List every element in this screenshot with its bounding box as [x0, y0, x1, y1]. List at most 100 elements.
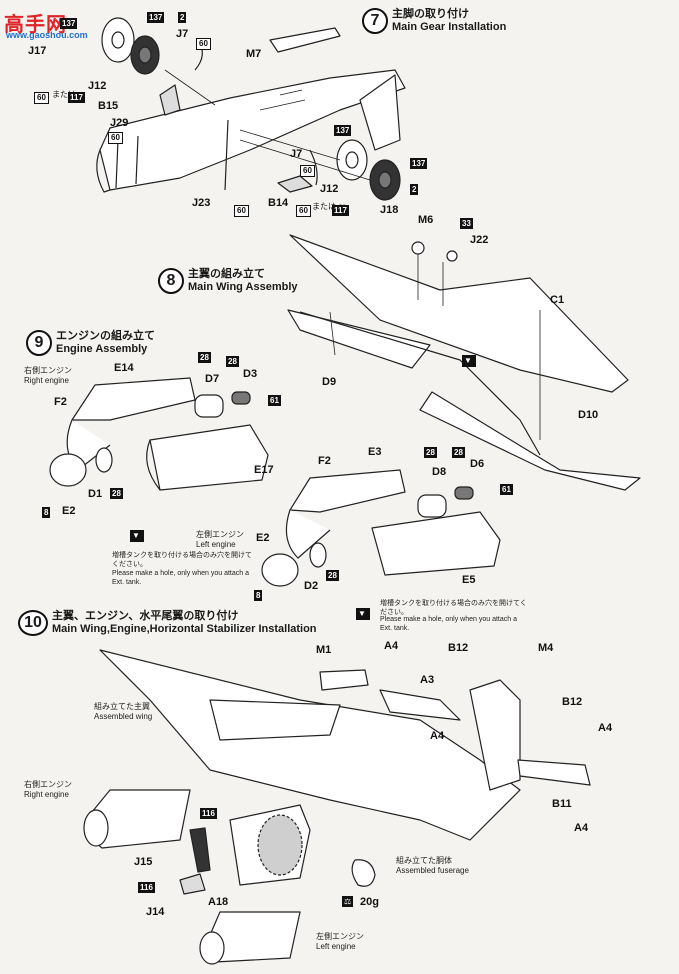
- part-label: E3: [368, 446, 382, 458]
- color-33: 33: [460, 218, 473, 229]
- step10-drawing: [83, 649, 591, 965]
- weight-icon: ⚖: [342, 896, 354, 907]
- assembled-fuselage-en: Assembled fuserage: [396, 866, 469, 875]
- step-9-title-jp: エンジンの組み立て: [56, 330, 155, 343]
- color-28: 28: [198, 352, 211, 363]
- part-label: A18: [208, 896, 229, 908]
- part-label: B11: [552, 798, 572, 810]
- color-2: 2: [178, 12, 187, 23]
- step-8-title-jp: 主翼の組み立て: [188, 268, 265, 281]
- part-label: M1: [316, 644, 332, 656]
- color-117: 117: [68, 92, 85, 103]
- part-label: D1: [88, 488, 103, 500]
- part-label: E17: [254, 464, 274, 476]
- part-label: M4: [538, 642, 554, 654]
- color-116: 116: [200, 808, 217, 819]
- part-label: D6: [470, 458, 485, 470]
- part-label: J22: [470, 234, 489, 246]
- step-7-title-jp: 主脚の取り付け: [392, 8, 469, 21]
- watermark-url: www.gaoshou.com: [6, 30, 88, 40]
- part-label: J15: [134, 856, 153, 868]
- part-label: J23: [192, 197, 211, 209]
- step-8-header: 8 主翼の組み立て Main Wing Assembly: [158, 268, 298, 294]
- part-label: A4: [430, 730, 445, 742]
- part-label: F2: [318, 455, 331, 467]
- color-28: 28: [424, 447, 437, 458]
- part-label: F2: [54, 396, 67, 408]
- or-text: または or: [312, 202, 346, 211]
- part-label: M6: [418, 214, 434, 226]
- step8-drawing: [287, 234, 641, 491]
- left-engine-en: Left engine: [316, 942, 356, 951]
- part-label: D9: [322, 376, 337, 388]
- part-label: D2: [304, 580, 319, 592]
- step-8-number: 8: [158, 268, 184, 294]
- part-label: D3: [243, 368, 258, 380]
- part-label: C1: [550, 294, 565, 306]
- color-8: 8: [254, 590, 263, 601]
- color-137: 137: [410, 158, 428, 169]
- color-60: 60: [296, 205, 311, 217]
- part-label: J18: [380, 204, 399, 216]
- part-label: E5: [462, 574, 476, 586]
- color-60: 60: [300, 165, 315, 177]
- watermark-logo: 高手网: [4, 14, 67, 36]
- color-137: 137: [147, 12, 165, 23]
- part-label: J12: [88, 80, 107, 92]
- step-10-title-en: Main Wing,Engine,Horizontal Stabilizer I…: [52, 623, 317, 635]
- part-label: B14: [268, 197, 289, 209]
- right-engine-jp: 右側エンジン: [24, 780, 72, 789]
- part-label: E2: [256, 532, 270, 544]
- color-117: 117: [332, 205, 349, 216]
- color-60: 60: [234, 205, 249, 217]
- color-60: 60: [196, 38, 211, 50]
- weight-value: 20g: [360, 896, 379, 908]
- assembled-wing-jp: 組み立てた主翼: [94, 702, 150, 711]
- part-label: M7: [246, 48, 262, 60]
- ext-tank-note-jp: 増槽タンクを取り付ける場合のみ穴を開けてください。: [380, 600, 527, 616]
- drill-hole-icon: ▼: [130, 530, 144, 542]
- part-label: E14: [114, 362, 134, 374]
- step9-drawing: [49, 377, 501, 587]
- assembled-fuselage-jp: 組み立てた胴体: [396, 856, 452, 865]
- step-9-title-en: Engine Assembly: [56, 343, 148, 355]
- part-label: D10: [578, 409, 599, 421]
- step-9-header: 9 エンジンの組み立て Engine Assembly: [26, 330, 155, 356]
- ext-tank-note-en: Please make a hole, only when you attach…: [380, 616, 517, 632]
- right-engine-en: Right engine: [24, 790, 69, 799]
- ext-tank-note-jp: 増槽タンクを取り付ける場合のみ穴を開けてください。: [112, 552, 252, 568]
- part-label: A4: [384, 640, 399, 652]
- part-label: A4: [598, 722, 613, 734]
- color-28: 28: [110, 488, 123, 499]
- color-61: 61: [268, 395, 281, 406]
- part-label: D8: [432, 466, 447, 478]
- part-label: J7: [176, 28, 189, 40]
- part-label: E2: [62, 505, 76, 517]
- part-label: J17: [28, 45, 47, 57]
- part-label: J7: [290, 148, 303, 160]
- left-engine-jp: 左側エンジン: [196, 530, 244, 539]
- color-60: 60: [34, 92, 49, 104]
- part-label: B12: [448, 642, 469, 654]
- color-116: 116: [138, 882, 155, 893]
- part-label: A4: [574, 822, 589, 834]
- step-10-title-jp: 主翼、エンジン、水平尾翼の取り付け: [52, 610, 239, 623]
- color-2: 2: [410, 184, 419, 195]
- color-61: 61: [500, 484, 513, 495]
- part-label: J12: [320, 183, 339, 195]
- step-9-number: 9: [26, 330, 52, 356]
- right-engine-en: Right engine: [24, 376, 69, 385]
- part-label: J29: [110, 117, 129, 129]
- step-7-number: 7: [362, 8, 388, 34]
- right-engine-jp: 右側エンジン: [24, 366, 72, 375]
- color-28: 28: [452, 447, 465, 458]
- part-label: A3: [420, 674, 435, 686]
- part-label: B15: [98, 100, 119, 112]
- drill-hole-icon: ▼: [462, 355, 476, 367]
- part-label: D7: [205, 373, 220, 385]
- left-engine-en: Left engine: [196, 540, 236, 549]
- step-10-number: 10: [18, 610, 48, 636]
- step-10-header: 10 主翼、エンジン、水平尾翼の取り付け Main Wing,Engine,Ho…: [18, 610, 317, 636]
- step-7-title-en: Main Gear Installation: [392, 21, 507, 33]
